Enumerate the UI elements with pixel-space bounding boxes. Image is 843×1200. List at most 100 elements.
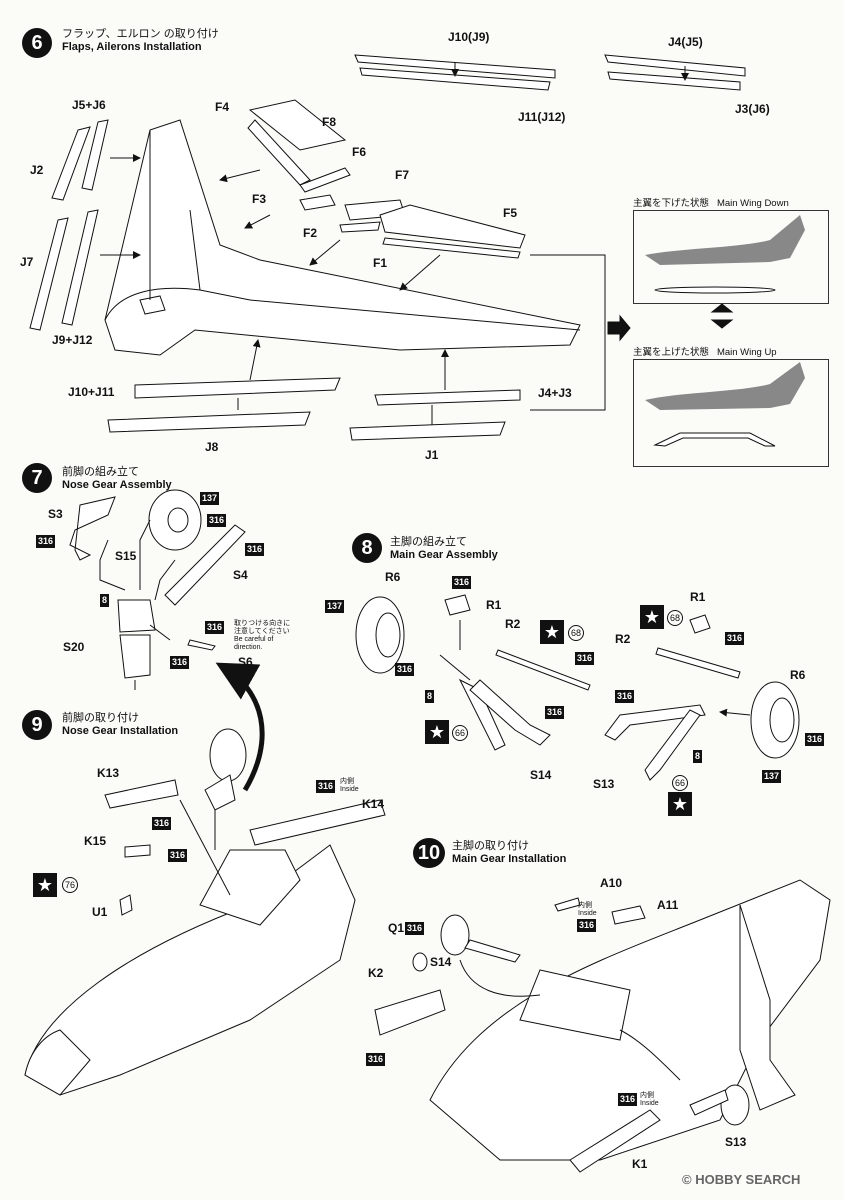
label-k13: K13 bbox=[97, 766, 120, 780]
inset-up-en: Main Wing Up bbox=[716, 347, 777, 358]
paint-316-s14: 316 bbox=[545, 706, 565, 719]
k15-part bbox=[124, 844, 151, 858]
a10-part bbox=[554, 897, 581, 912]
f4-part bbox=[248, 99, 347, 151]
paint-316-s4: 316 bbox=[245, 543, 265, 556]
label-u1: U1 bbox=[92, 905, 108, 919]
inside-note-k1-jp: 内側 bbox=[640, 1092, 654, 1099]
j1-part bbox=[349, 421, 506, 441]
step-6-title: フラップ、エルロン の取り付け Flaps, Ailerons Installa… bbox=[62, 28, 219, 54]
main-gear-bay bbox=[519, 969, 631, 1041]
wing-assembly bbox=[104, 119, 581, 356]
part-8-nose: 8 bbox=[100, 594, 110, 607]
label-s20: S20 bbox=[63, 640, 85, 654]
paint-316-k13: 316 bbox=[152, 817, 172, 830]
label-r6-right: R6 bbox=[790, 668, 806, 682]
r2-part-left bbox=[495, 649, 591, 691]
label-r1-right: R1 bbox=[690, 590, 706, 604]
silver-star-icon: ★ bbox=[540, 620, 564, 644]
silver-star-icon-2: ★ bbox=[425, 720, 449, 744]
label-f6: F6 bbox=[352, 145, 367, 159]
step-8-title: 主脚の組み立て Main Gear Assembly bbox=[390, 536, 498, 562]
label-k1: K1 bbox=[632, 1157, 648, 1171]
inside-note-k1-en: Inside bbox=[640, 1100, 659, 1107]
label-f7: F7 bbox=[395, 168, 410, 182]
j7-part bbox=[29, 217, 69, 331]
s4-part bbox=[164, 524, 246, 606]
inside-note-k14-en: Inside bbox=[340, 786, 359, 793]
silver-star-icon-5: ★ bbox=[33, 873, 57, 897]
inset-down-caption: 主翼を下げた状態 Main Wing Down bbox=[633, 195, 789, 209]
direction-note: 取りつける向きに注意してください Be careful of direction… bbox=[234, 620, 294, 652]
copyright-symbol: © bbox=[682, 1172, 692, 1187]
label-j9-j12: J9+J12 bbox=[52, 333, 93, 347]
label-s13-step8: S13 bbox=[593, 777, 615, 791]
label-s15: S15 bbox=[115, 549, 137, 563]
label-j5-j6: J5+J6 bbox=[72, 98, 106, 112]
paint-316-r6-right: 316 bbox=[805, 733, 825, 746]
inside-note-k1: 内側 Inside bbox=[640, 1092, 659, 1108]
step-6-title-jp: フラップ、エルロン の取り付け bbox=[62, 28, 219, 40]
part-8-main-right: 8 bbox=[693, 750, 703, 763]
step-7-title: 前脚の組み立て Nose Gear Assembly bbox=[62, 466, 172, 492]
label-r6-left: R6 bbox=[385, 570, 401, 584]
r6-wheel-left bbox=[355, 596, 405, 674]
label-f4: F4 bbox=[215, 100, 230, 114]
paint-68-left: 68 bbox=[568, 625, 584, 641]
step-8-title-en: Main Gear Assembly bbox=[390, 549, 498, 561]
silver-star-icon-4: ★ bbox=[668, 792, 692, 816]
inside-note-k14-jp: 内側 bbox=[340, 778, 354, 785]
paint-316-k14: 316 bbox=[316, 780, 336, 793]
paint-316-r2-left: 316 bbox=[575, 652, 595, 665]
r1-part-left bbox=[444, 594, 471, 616]
label-s13-step10: S13 bbox=[725, 1135, 747, 1149]
s20-part bbox=[119, 634, 151, 679]
label-f8: F8 bbox=[322, 115, 337, 129]
paint-316-r1-right: 316 bbox=[725, 632, 745, 645]
j10-j11-part bbox=[134, 377, 341, 399]
label-j10-j9: J10(J9) bbox=[448, 30, 490, 44]
step-9-title-jp: 前脚の取り付け bbox=[62, 712, 139, 724]
inside-note-a10-en: Inside bbox=[578, 910, 597, 917]
label-f5: F5 bbox=[503, 206, 518, 220]
label-j8: J8 bbox=[205, 440, 219, 454]
paint-316-s13: 316 bbox=[615, 690, 635, 703]
paint-66-right: 66 bbox=[672, 775, 688, 791]
paint-137-left: 137 bbox=[325, 600, 345, 613]
inside-note-a10: 内側 Inside bbox=[578, 902, 597, 918]
label-s14-step10: S14 bbox=[430, 955, 452, 969]
inset-up-jp: 主翼を上げた状態 bbox=[633, 347, 710, 358]
direction-note-en: Be careful of direction. bbox=[234, 636, 274, 651]
label-j3-j6: J3(J6) bbox=[735, 102, 770, 116]
label-j11-j12: J11(J12) bbox=[518, 110, 566, 124]
a11-part bbox=[611, 905, 646, 925]
inset-up-caption: 主翼を上げた状態 Main Wing Up bbox=[633, 344, 777, 358]
step-10-number: 10 bbox=[413, 838, 445, 868]
s13-part bbox=[644, 709, 701, 781]
paint-316-s6: 316 bbox=[205, 621, 225, 634]
label-j2: J2 bbox=[30, 163, 44, 177]
label-q1: Q1 bbox=[388, 921, 405, 935]
step-6-number: 6 bbox=[22, 28, 52, 58]
s14-part bbox=[469, 679, 551, 746]
label-f2: F2 bbox=[303, 226, 318, 240]
step-9-title-en: Nose Gear Installation bbox=[62, 725, 179, 737]
direction-note-jp: 取りつける向きに注意してください bbox=[234, 620, 291, 635]
r1-part-right bbox=[689, 614, 711, 634]
r2-part-right bbox=[655, 647, 741, 679]
step-10-title: 主脚の取り付け Main Gear Installation bbox=[452, 840, 566, 866]
label-r2-right: R2 bbox=[615, 632, 631, 646]
f2-part bbox=[339, 221, 381, 233]
k2-part bbox=[374, 989, 446, 1036]
j4-j3-part bbox=[374, 389, 521, 406]
paint-316-s3: 316 bbox=[36, 535, 56, 548]
paint-316-wheel: 316 bbox=[207, 514, 227, 527]
j8-part bbox=[107, 411, 311, 433]
f1-part bbox=[382, 237, 521, 259]
label-f1: F1 bbox=[373, 256, 388, 270]
j9-part bbox=[61, 209, 99, 326]
paint-316-r1-left: 316 bbox=[452, 576, 472, 589]
label-r2-left: R2 bbox=[505, 617, 521, 631]
nose-gear-bay bbox=[199, 849, 301, 926]
paint-76: 76 bbox=[62, 877, 78, 893]
